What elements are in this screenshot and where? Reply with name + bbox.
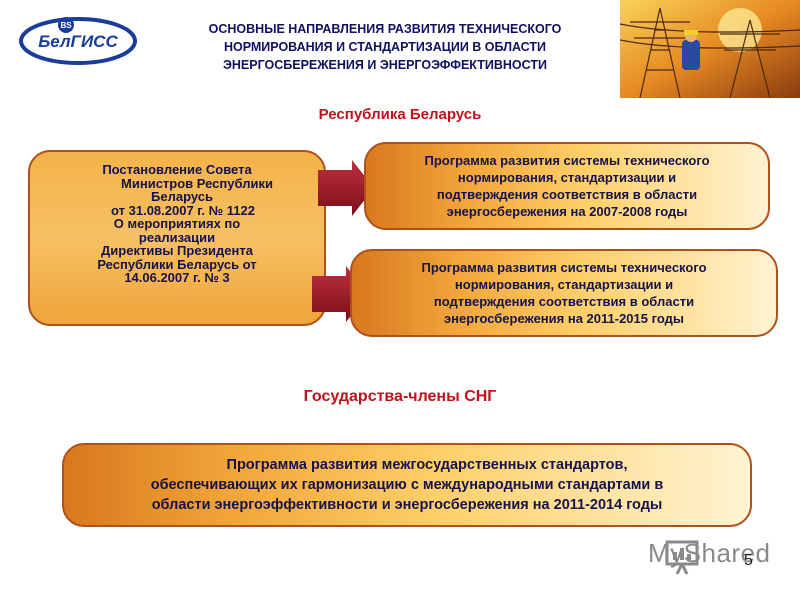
- interstate-program-box: Программа развития межгосударственных ст…: [62, 443, 752, 527]
- resolution-line: О мероприятиях по: [113, 216, 241, 231]
- belgiss-logo: BS БелГИСС: [18, 14, 138, 66]
- section-title-cis: Государства-члены СНГ: [303, 388, 497, 405]
- interstate-line: области энергоэффективности и энергосбер…: [151, 497, 663, 513]
- watermark-text: MyShared: [648, 538, 771, 568]
- resolution-line: Директивы Президента: [101, 243, 253, 258]
- program-box-2007: Программа развития системы технического …: [364, 142, 770, 230]
- interstate-line: обеспечивающих их гармонизацию с междуна…: [150, 477, 664, 493]
- page-title: ОСНОВНЫЕ НАПРАВЛЕНИЯ РАЗВИТИЯ ТЕХНИЧЕСКО…: [150, 20, 620, 74]
- title-line: ЭНЕРГОСБЕРЕЖЕНИЯ И ЭНЕРГОЭФФЕКТИВНОСТИ: [223, 58, 547, 72]
- program-line: энергосбережения на 2007-2008 годы: [446, 204, 688, 219]
- presentation-icon: [665, 540, 699, 575]
- logo-text: БелГИСС: [38, 32, 118, 51]
- program-box-2011: Программа развития системы технического …: [350, 249, 778, 337]
- program-line: нормирования, стандартизации и: [454, 277, 674, 292]
- section-title-belarus: Республика Беларусь: [318, 106, 482, 123]
- program-line: Программа развития системы технического: [421, 260, 707, 275]
- resolution-line: Республики Беларусь от: [97, 256, 257, 272]
- resolution-line: Министров Республики: [121, 175, 273, 191]
- resolution-line: Беларусь: [151, 189, 213, 204]
- svg-text:BS: BS: [60, 21, 72, 30]
- resolution-line: Постановление Совета: [102, 162, 252, 177]
- header-photo: [620, 0, 800, 98]
- arrow-right-icon: [318, 160, 374, 216]
- program-line: энергосбережения на 2011-2015 годы: [444, 311, 684, 326]
- interstate-line: Программа развития межгосударственных ст…: [226, 457, 628, 473]
- program-line: подтверждения соответствия в области: [433, 294, 695, 309]
- resolution-box: Постановление Совета Министров Республик…: [28, 150, 326, 326]
- resolution-line: от 31.08.2007 г. № 1122: [111, 202, 255, 218]
- title-line: ОСНОВНЫЕ НАПРАВЛЕНИЯ РАЗВИТИЯ ТЕХНИЧЕСКО…: [208, 22, 562, 36]
- title-line: НОРМИРОВАНИЯ И СТАНДАРТИЗАЦИИ В ОБЛАСТИ: [223, 40, 547, 54]
- program-line: нормирования, стандартизации и: [457, 170, 677, 185]
- page-number: 5: [744, 552, 753, 569]
- program-line: подтверждения соответствия в области: [436, 187, 698, 202]
- resolution-line: 14.06.2007 г. № 3: [124, 270, 230, 285]
- program-line: Программа развития системы технического: [424, 153, 710, 168]
- resolution-line: реализации: [138, 229, 216, 245]
